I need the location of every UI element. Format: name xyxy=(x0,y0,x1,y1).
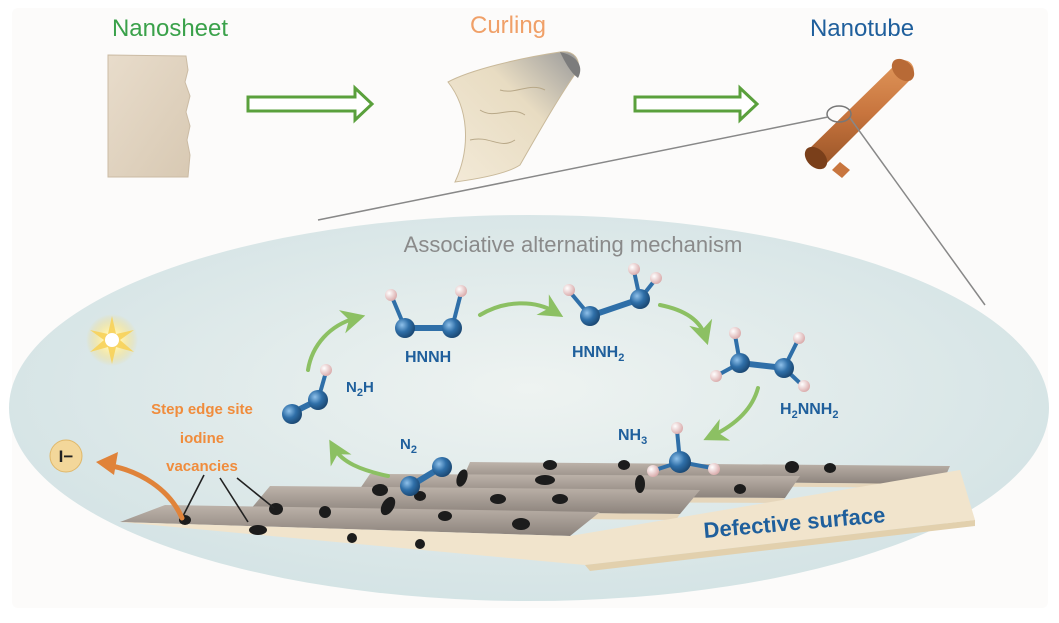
nanosheet-image xyxy=(107,54,191,178)
zoom-line-left xyxy=(317,116,829,221)
nanotube-label: Nanotube xyxy=(810,15,914,42)
nanotube-image xyxy=(804,58,915,178)
label-hnnh: HNNH xyxy=(405,349,451,366)
label-n2h: N2H xyxy=(346,379,374,399)
reaction-cycle-arrows xyxy=(306,294,760,478)
defective-surface-layers xyxy=(120,462,975,571)
defect-pointer-lines xyxy=(181,474,275,523)
curling-sheet-image xyxy=(447,51,581,183)
defect-label-line3: vacancies xyxy=(166,458,238,475)
label-n2: N2 xyxy=(400,436,417,456)
molecule-n2 xyxy=(400,457,452,496)
label-hnnh2: HNNH2 xyxy=(572,344,624,364)
curling-label: Curling xyxy=(470,12,546,39)
molecule-h2nnh2 xyxy=(710,327,810,392)
mechanism-title: Associative alternating mechanism xyxy=(404,232,743,257)
iodide-arrow-head xyxy=(96,452,118,475)
light-icon xyxy=(86,314,138,366)
transform-arrow-2 xyxy=(633,84,760,124)
iodide-release-arrow xyxy=(103,462,185,521)
defect-label-line1: Step edge site xyxy=(151,401,253,418)
iodine-vacancy-spots xyxy=(179,460,836,549)
defect-label-line2: iodine xyxy=(180,430,224,447)
iodide-ion-badge xyxy=(49,439,83,473)
molecule-hnnh xyxy=(385,285,467,338)
nanosheet-label: Nanosheet xyxy=(112,15,228,42)
transform-arrow-1 xyxy=(246,84,375,124)
iodide-ion-label: I− xyxy=(59,447,74,466)
label-nh3: NH3 xyxy=(618,427,647,447)
molecule-hnnh2 xyxy=(563,263,662,326)
molecule-n2h xyxy=(282,364,332,424)
zoom-circle xyxy=(826,105,852,123)
zoom-line-right xyxy=(849,117,986,306)
molecule-nh3 xyxy=(647,422,720,477)
